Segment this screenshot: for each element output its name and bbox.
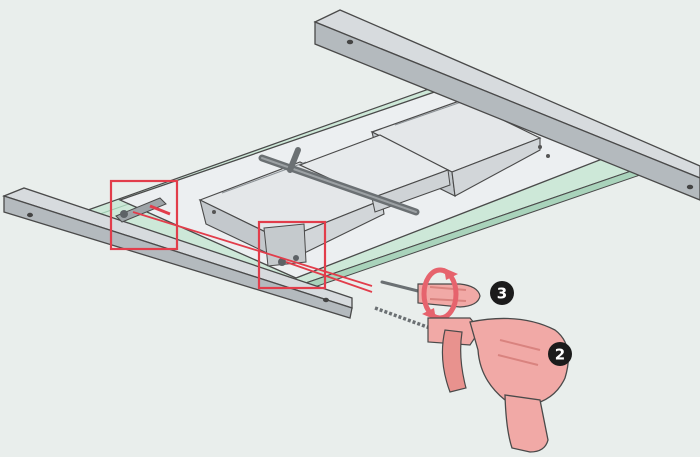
bracket-right-highlight — [257, 220, 327, 290]
step-2-badge: 2 — [548, 342, 572, 366]
drill-icon — [374, 306, 569, 453]
step-3-number: 3 — [497, 285, 507, 303]
guide-lines — [132, 204, 373, 293]
handle-bar — [258, 147, 420, 216]
frame-holes — [212, 145, 550, 214]
step-2-number: 2 — [555, 346, 565, 364]
bracket-left — [115, 197, 167, 223]
step-3-badge: 3 — [490, 281, 514, 305]
rail-back — [313, 9, 700, 201]
bracket-left-highlight — [109, 179, 179, 251]
screwdriver-icon — [380, 280, 481, 308]
